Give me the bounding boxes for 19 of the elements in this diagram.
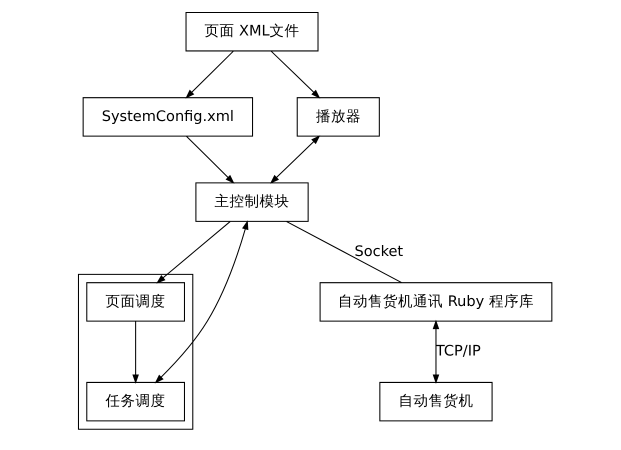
arrow	[132, 321, 138, 384]
node-box: 自动售货机通讯 Ruby 程序库	[319, 282, 552, 322]
arrow	[186, 136, 234, 184]
node-box: 自动售货机	[378, 382, 492, 422]
node-box: 播放器	[296, 97, 380, 137]
node-box: SystemConfig.xml	[82, 97, 253, 137]
node-box: 任务调度	[86, 382, 184, 422]
arrow	[184, 50, 234, 99]
edge-label: TCP/IP	[435, 344, 480, 360]
node-box: 主控制模块	[194, 182, 308, 222]
edge-label: Socket	[354, 244, 403, 260]
node-box: 页面 XML文件	[185, 12, 318, 52]
connector	[286, 221, 402, 284]
arrow	[432, 320, 439, 384]
arrow	[270, 50, 320, 99]
arrow	[154, 220, 248, 384]
arrow	[156, 221, 230, 284]
node-box: 页面调度	[86, 282, 184, 322]
arrow	[269, 135, 320, 184]
